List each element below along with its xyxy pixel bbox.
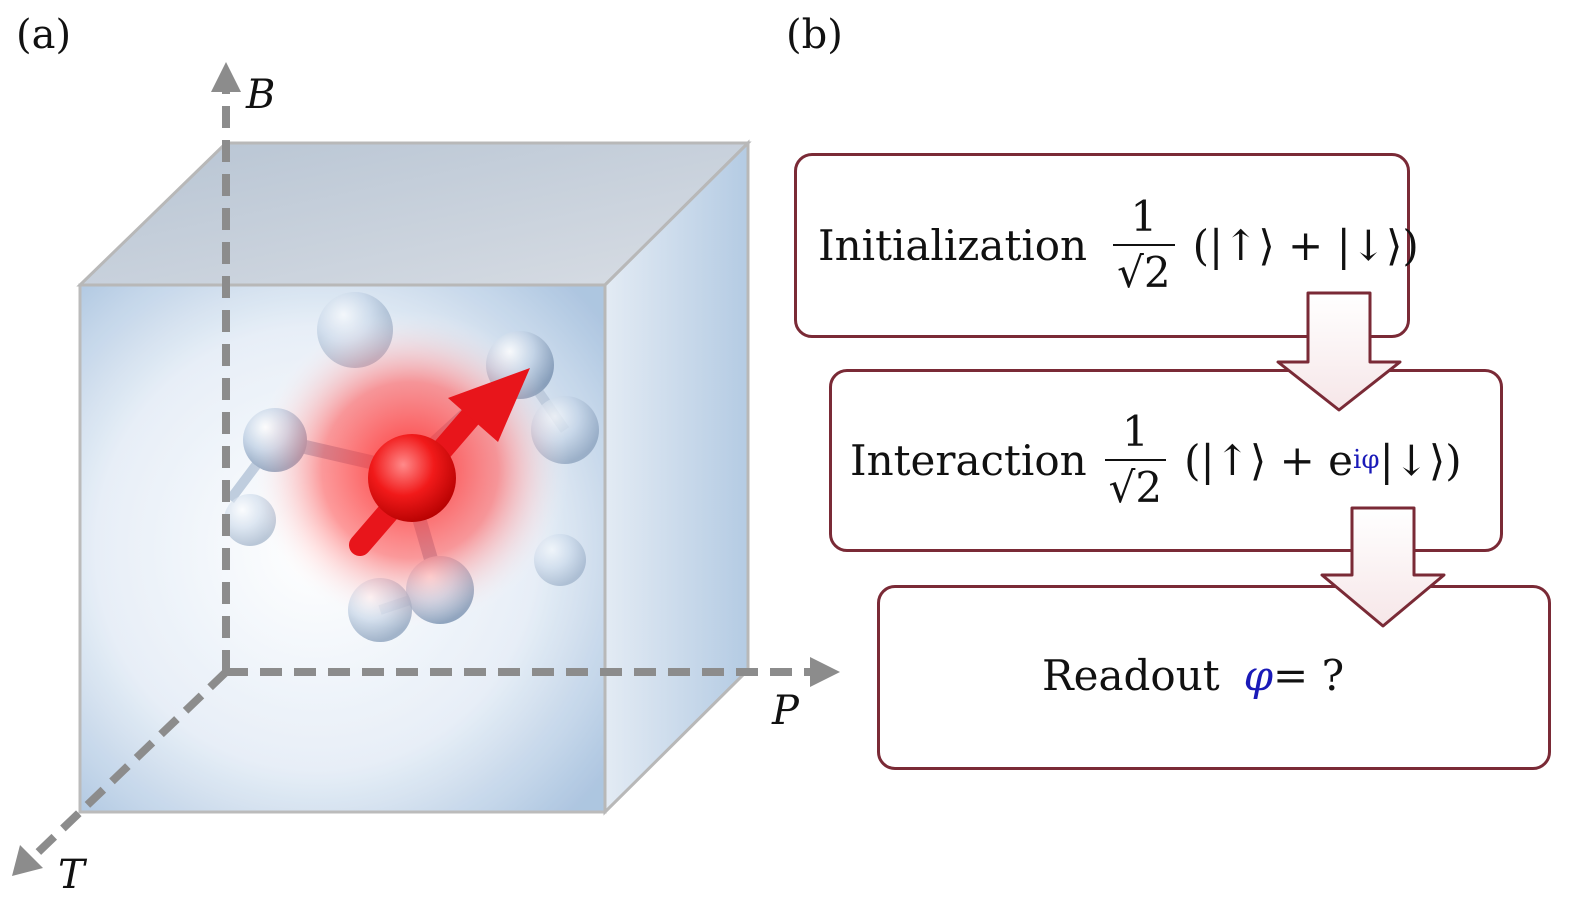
axis-b-arrowhead-icon <box>211 62 241 92</box>
interaction-phase-exponent: iφ <box>1353 445 1380 475</box>
axis-label-b: B <box>246 72 276 118</box>
readout-label: Readout <box>1042 650 1220 700</box>
init-fraction-num: 1 <box>1130 192 1158 241</box>
interaction-row: Interaction 1 √2 (|↑⟩ + e iφ |↓⟩) <box>850 395 1462 525</box>
interaction-state-post: |↓⟩) <box>1379 435 1462 485</box>
readout-row: Readout φ = ? <box>1042 645 1344 705</box>
panel-label-a: (a) <box>16 12 72 58</box>
axes <box>27 92 812 863</box>
init-row: Initialization 1 √2 (|↑⟩ + |↓⟩) <box>818 180 1419 310</box>
spin-sphere <box>368 434 456 522</box>
readout-var: φ <box>1243 650 1274 700</box>
interaction-fraction-den: √2 <box>1104 459 1167 509</box>
init-fraction-den: √2 <box>1113 244 1175 294</box>
axis-label-p: P <box>772 688 799 734</box>
init-fraction: 1 √2 <box>1113 192 1175 294</box>
panel-label-b: (b) <box>786 12 843 58</box>
interaction-state-pre: (|↑⟩ + e <box>1184 435 1354 485</box>
interaction-fraction-num: 1 <box>1122 407 1149 456</box>
axis-p-arrowhead-icon <box>810 657 840 687</box>
init-state: (|↑⟩ + |↓⟩) <box>1192 220 1419 270</box>
interaction-fraction: 1 √2 <box>1104 407 1167 509</box>
axis-label-t: T <box>58 852 85 898</box>
readout-eq: = ? <box>1273 650 1345 700</box>
axis-t <box>27 669 229 863</box>
phase-exponent-text: iφ <box>1353 445 1380 475</box>
interaction-label: Interaction <box>850 435 1087 485</box>
axis-t-arrowhead-icon <box>12 845 43 876</box>
init-label: Initialization <box>818 220 1088 270</box>
